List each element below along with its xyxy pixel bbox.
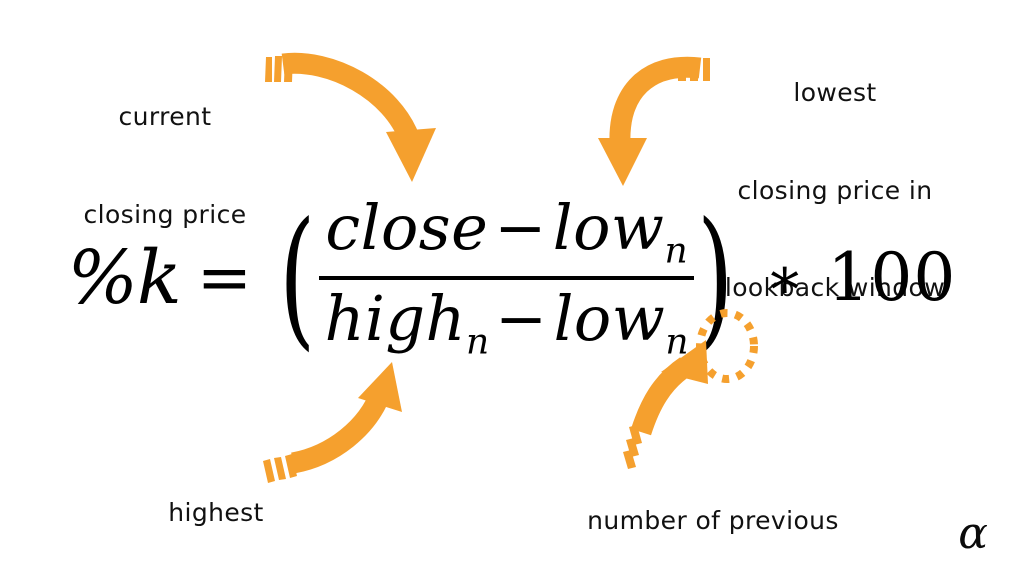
annotation-lowest-closing-price: lowest closing price in lookback window — [690, 12, 980, 370]
multiplier-value-100: 100 — [827, 239, 957, 316]
annotation-line: highest — [168, 498, 264, 527]
arrow-current-closing-price-icon — [265, 52, 436, 182]
numerator-subscript-n: n — [664, 230, 688, 272]
annotation-line: current — [118, 102, 212, 131]
formula-fraction: close−lown highn−lown — [318, 193, 695, 363]
annotation-number-of-previous-periods: number of previous periods in lookback w… — [548, 440, 878, 576]
fraction-bar — [318, 276, 695, 280]
formula-equals-sign: = — [196, 239, 253, 316]
annotation-line: closing price in — [737, 175, 933, 205]
formula-numerator: close−lown — [319, 193, 693, 272]
formula-multiplier: ∗ 100 — [765, 245, 956, 311]
formula-denominator: highn−lown — [319, 284, 695, 363]
annotation-line: lookback window — [724, 273, 946, 302]
denominator-subscript-n-high: n — [465, 321, 490, 363]
formula-close-paren: ) — [697, 191, 734, 365]
alpha-watermark: α — [958, 508, 988, 559]
annotation-highest-closing-price: highest closing price in lookback window — [76, 432, 356, 576]
annotation-line: number of previous — [587, 506, 839, 535]
denominator-term-high: high — [324, 282, 466, 355]
multiply-operator: ∗ — [765, 244, 806, 312]
denominator-term-low: low — [553, 282, 666, 355]
formula-block: %k = ( close−lown highn−lown ) ∗ 100 — [0, 178, 1024, 378]
annotation-line: closing price — [83, 199, 247, 229]
formula-lhs-percent-k: %k — [67, 235, 182, 321]
denominator-minus-operator: − — [495, 282, 548, 355]
formula-open-paren: ( — [279, 191, 316, 365]
numerator-term-close: close — [325, 191, 489, 265]
numerator-minus-operator: − — [494, 191, 547, 265]
annotation-line: lowest — [793, 78, 877, 107]
denominator-subscript-n-low: n — [665, 321, 689, 363]
annotation-current-closing-price: current closing price — [60, 36, 270, 296]
numerator-term-low: low — [552, 191, 665, 265]
